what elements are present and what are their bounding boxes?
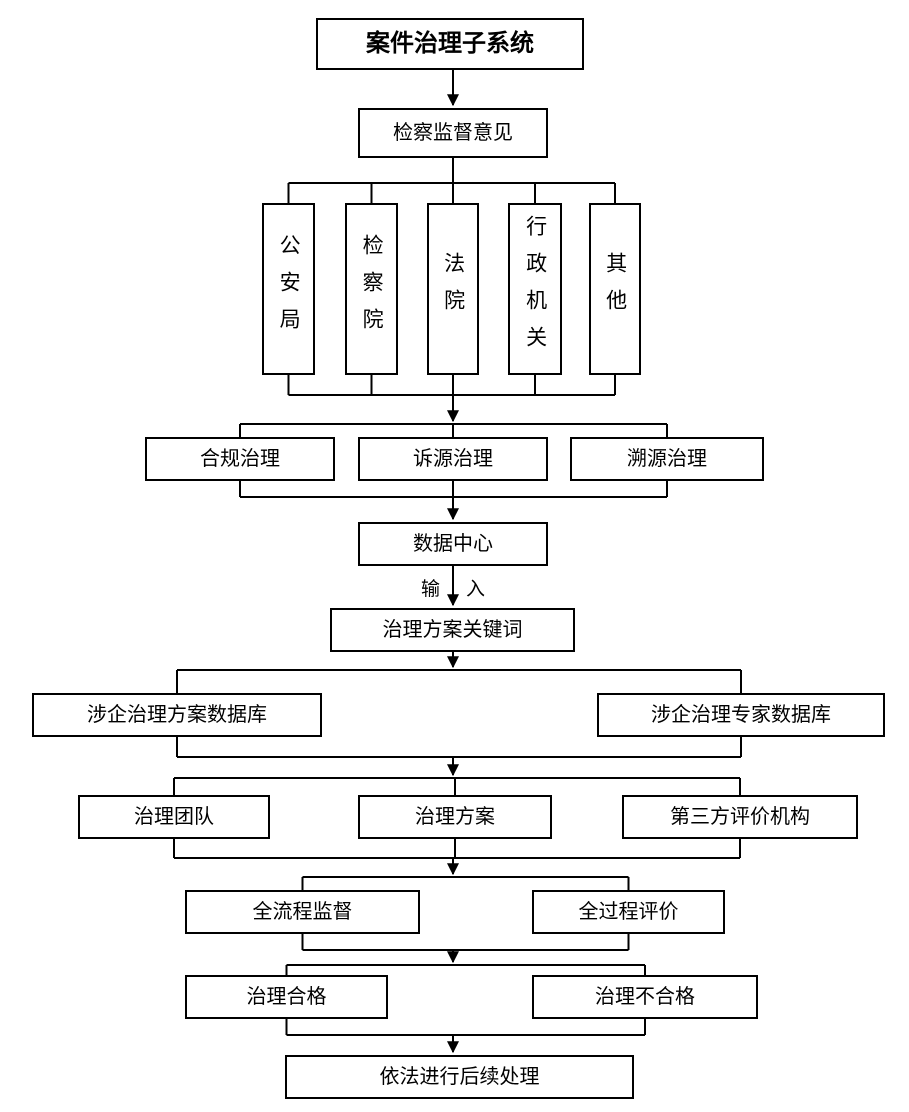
node-governance-plan-keywords: 治理方案关键词	[330, 608, 575, 652]
node-administrative-organ: 行政机关	[508, 203, 562, 375]
node-public-security-bureau: 公安局	[262, 203, 315, 375]
node-case-governance-subsystem: 案件治理子系统	[316, 18, 584, 70]
node-procuratorial-supervision-opinion: 检察监督意见	[358, 108, 548, 158]
node-governance-unqualified: 治理不合格	[532, 975, 758, 1019]
node-other: 其他	[589, 203, 641, 375]
node-third-party-evaluator: 第三方评价机构	[622, 795, 858, 839]
node-tracing-governance: 溯源治理	[570, 437, 764, 481]
node-whole-process-evaluation: 全过程评价	[532, 890, 725, 934]
node-compliance-governance: 合规治理	[145, 437, 335, 481]
node-procuratorate: 检察院	[345, 203, 398, 375]
node-enterprise-governance-expert-database: 涉企治理专家数据库	[597, 693, 885, 737]
node-whole-process-supervision: 全流程监督	[185, 890, 420, 934]
node-enterprise-governance-plan-database: 涉企治理方案数据库	[32, 693, 322, 737]
node-governance-plan: 治理方案	[358, 795, 552, 839]
node-litigation-source-governance: 诉源治理	[358, 437, 548, 481]
node-court: 法院	[427, 203, 479, 375]
node-followup-processing: 依法进行后续处理	[285, 1055, 634, 1099]
input-arrow-label: 输入	[420, 579, 512, 600]
node-governance-qualified: 治理合格	[185, 975, 388, 1019]
node-data-center: 数据中心	[358, 522, 548, 566]
node-governance-team: 治理团队	[78, 795, 270, 839]
